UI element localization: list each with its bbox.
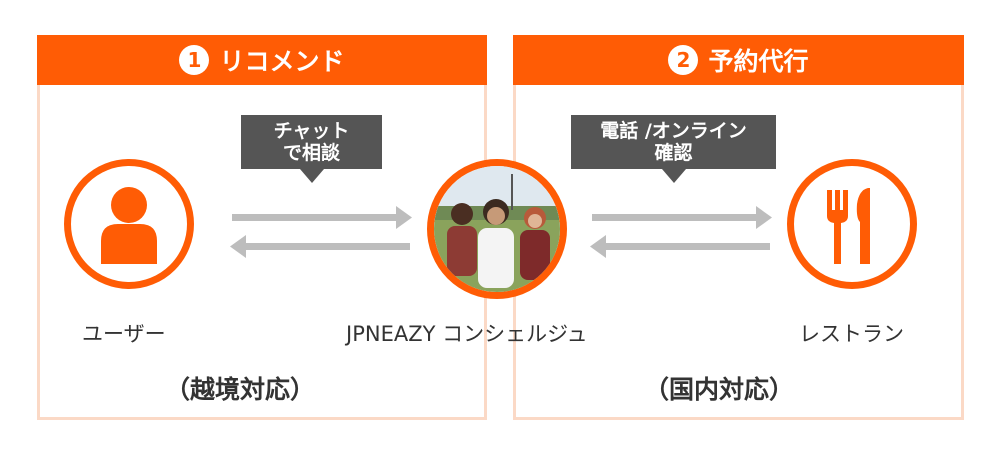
user-label: ユーザー (82, 322, 166, 346)
recommend-title: リコメンド (219, 47, 345, 76)
step-number-1: 1 (179, 45, 210, 75)
restaurant-label: レストラン (799, 322, 904, 346)
restaurant-node (787, 159, 917, 289)
fork-knife-icon (827, 188, 870, 264)
reservation-title: 予約代行 (708, 47, 809, 76)
recommend-header: 1 リコメンド (37, 35, 487, 85)
recommend-panel: 1 リコメンド (37, 35, 487, 420)
person-icon (101, 187, 157, 264)
chat-bubble-line1: チャット (273, 120, 350, 142)
right-arrow-icon (592, 206, 772, 229)
phone-bubble-line2: 確認 (654, 142, 693, 164)
step-number-2: 2 (668, 45, 699, 75)
chat-bubble-line2: で相談 (282, 142, 340, 164)
reservation-header: 2 予約代行 (513, 35, 964, 85)
reservation-panel: 2 予約代行 (513, 35, 964, 420)
chat-consult-bubble: チャット で相談 (241, 115, 382, 183)
cross-border-scope: （越境対応） (165, 375, 316, 404)
user-node (64, 159, 194, 289)
right-arrow-icon (232, 206, 412, 229)
left-arrow-icon (230, 235, 410, 258)
left-arrow-icon (590, 235, 770, 258)
concierge-label: JPNEAZY コンシェルジュ (346, 322, 588, 346)
domestic-scope: （国内対応） (644, 375, 795, 404)
arrows-user-concierge (230, 206, 412, 258)
phone-bubble-line1: 電話 /オンライン (600, 120, 747, 142)
arrows-concierge-restaurant (590, 206, 772, 258)
group-photo (434, 166, 560, 292)
concierge-node (427, 159, 567, 299)
phone-online-bubble: 電話 /オンライン 確認 (571, 115, 776, 183)
